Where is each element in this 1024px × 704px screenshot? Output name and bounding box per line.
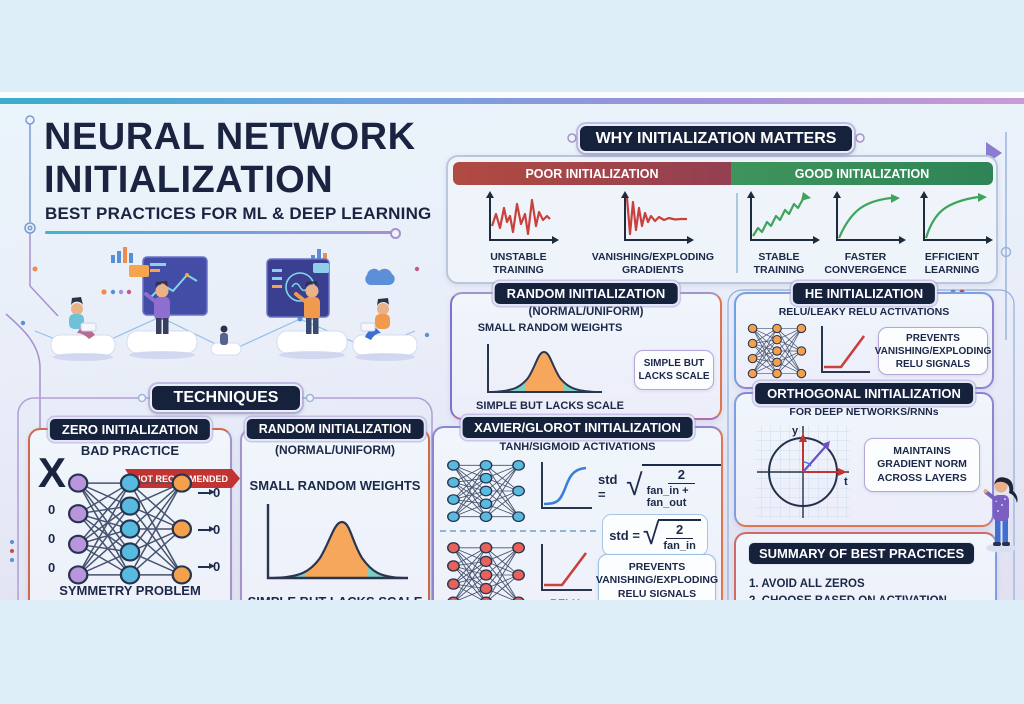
summary-item: 2. CHOOSE BASED ON ACTIVATION bbox=[749, 593, 976, 600]
random-panel-bottom-label: SIMPLE BUT LACKS SCALE bbox=[476, 400, 624, 412]
random-left-bottom-label: SIMPLE BUT LACKS SCALE bbox=[242, 594, 428, 600]
unstable-training-item: UNSTABLE TRAINING bbox=[454, 188, 583, 277]
random-initialization-panel: RANDOM INITIALIZATION (NORMAL/UNIFORM) S… bbox=[450, 281, 722, 420]
faster-convergence-item: FASTER CONVERGENCE bbox=[821, 188, 910, 277]
axis-y-label: y bbox=[792, 425, 799, 437]
simple-but-lacks-scale-badge: SIMPLE BUT LACKS SCALE bbox=[634, 350, 714, 390]
why-matters-panel: POOR INITIALIZATION GOOD INITIALIZATION … bbox=[446, 155, 998, 284]
good-initialization-header: GOOD INITIALIZATION bbox=[731, 162, 993, 185]
efficient-learning-chart bbox=[920, 191, 993, 244]
techniques-section-title: TECHNIQUES bbox=[150, 384, 302, 412]
title-line-1: NEURAL NETWORK bbox=[44, 116, 416, 158]
random-left-top-label: SMALL RANDOM WEIGHTS bbox=[249, 478, 421, 493]
person-seated-left bbox=[69, 297, 97, 339]
bell-curve-chart bbox=[266, 504, 408, 580]
person-pointing-illustration bbox=[983, 477, 1018, 553]
vanishing-gradients-chart bbox=[620, 191, 694, 244]
stable-training-chart bbox=[746, 191, 820, 244]
neural-network-diagram bbox=[442, 540, 530, 600]
title-underline bbox=[45, 228, 401, 239]
relu-label: RELU bbox=[534, 598, 596, 600]
faster-convergence-chart bbox=[833, 191, 907, 244]
orthogonal-initialization-panel: ORTHOGONAL INITIALIZATION FOR DEEP NETWO… bbox=[734, 381, 994, 527]
zero-output-label: 0 bbox=[198, 485, 220, 500]
xavier-subtitle: TANH/SIGMOID ACTIVATIONS bbox=[499, 441, 656, 453]
page-subtitle: BEST PRACTICES FOR ML & DEEP LEARNING bbox=[45, 204, 432, 223]
poor-initialization-header: POOR INITIALIZATION bbox=[453, 162, 731, 185]
random-panel-subtitle: (NORMAL/UNIFORM) bbox=[528, 306, 644, 318]
zero-caption: SYMMETRY PROBLEM NEURONS CAN'T LEARN bbox=[59, 583, 201, 598]
person-standing-purple bbox=[144, 281, 170, 334]
zero-output-label: 0 bbox=[198, 522, 220, 537]
arrow-icon bbox=[198, 526, 215, 533]
poor-good-divider bbox=[736, 193, 738, 273]
person-seated-right bbox=[360, 268, 395, 340]
zero-output-label: 0 bbox=[198, 559, 220, 574]
xavier-formula-bottom: std = √ 2 fan_in bbox=[602, 514, 708, 556]
vanishing-gradients-item: VANISHING/EXPLODING GRADIENTS bbox=[583, 188, 723, 277]
sqrt-symbol: √ bbox=[626, 469, 643, 503]
zero-subtitle: BAD PRACTICE bbox=[80, 443, 180, 458]
xavier-panel-title: XAVIER/GLOROT INITIALIZATION bbox=[460, 415, 695, 440]
summary-title: SUMMARY OF BEST PRACTICES bbox=[748, 542, 976, 565]
section-divider bbox=[440, 530, 596, 532]
gradient-divider-bar bbox=[0, 98, 1024, 104]
random-left-subtitle: (NORMAL/UNIFORM) bbox=[275, 443, 395, 457]
sigmoid-chart bbox=[541, 462, 592, 509]
he-badge: PREVENTS VANISHING/EXPLODING RELU SIGNAL… bbox=[875, 327, 991, 375]
efficient-learning-item: EFFICIENT LEARNING bbox=[910, 188, 994, 277]
xavier-badge: PREVENTS VANISHING/EXPLODING RELU SIGNAL… bbox=[596, 554, 718, 600]
orthogonal-badge: MAINTAINS GRADIENT NORM ACROSS LAYERS bbox=[864, 438, 980, 492]
neural-network-diagram bbox=[442, 458, 530, 524]
top-white-strip bbox=[0, 92, 1024, 98]
sqrt-symbol: √ bbox=[642, 517, 660, 551]
page-title: NEURAL NETWORK INITIALIZATION bbox=[44, 116, 416, 202]
relu-chart bbox=[541, 544, 592, 591]
why-section-title: WHY INITIALIZATION MATTERS bbox=[578, 124, 854, 153]
zero-initialization-title: ZERO INITIALIZATION bbox=[47, 417, 213, 442]
zero-input-label: 0 bbox=[48, 560, 56, 575]
arrow-icon bbox=[198, 489, 215, 496]
zero-initialization-panel: ZERO INITIALIZATION BAD PRACTICE X NOT R… bbox=[28, 417, 232, 600]
arrow-icon bbox=[198, 563, 215, 570]
axis-t-label: t bbox=[844, 476, 848, 488]
zero-input-label: 0 bbox=[48, 531, 56, 546]
he-initialization-panel: HE INITIALIZATION RELU/LEAKY RELU ACTIVA… bbox=[734, 281, 994, 389]
unstable-training-chart bbox=[486, 191, 560, 244]
team-illustration bbox=[20, 247, 430, 361]
x-mark: X bbox=[38, 449, 67, 496]
unit-circle-diagram: y t bbox=[756, 425, 850, 518]
he-subtitle: RELU/LEAKY RELU ACTIVATIONS bbox=[778, 306, 950, 318]
zero-input-label: 0 bbox=[48, 502, 56, 517]
orthogonal-subtitle: FOR DEEP NETWORKS/RNNs bbox=[789, 406, 939, 418]
summary-panel: SUMMARY OF BEST PRACTICES 1. AVOID ALL Z… bbox=[734, 532, 997, 600]
neural-network-diagram bbox=[60, 470, 200, 588]
neural-network-diagram bbox=[744, 322, 810, 380]
random-initialization-left-panel: RANDOM INITIALIZATION (NORMAL/UNIFORM) S… bbox=[240, 417, 430, 600]
orthogonal-panel-title: ORTHOGONAL INITIALIZATION bbox=[753, 381, 975, 406]
xavier-formula-top: std = √ 2 fan_in + fan_out bbox=[598, 464, 721, 509]
summary-list: 1. AVOID ALL ZEROS 2. CHOOSE BASED ON AC… bbox=[749, 576, 976, 600]
he-panel-title: HE INITIALIZATION bbox=[790, 281, 938, 306]
person-tiny-center bbox=[220, 325, 228, 345]
stable-training-item: STABLE TRAINING bbox=[737, 188, 821, 277]
random-panel-top-label: SMALL RANDOM WEIGHTS bbox=[477, 322, 623, 334]
title-line-2: INITIALIZATION bbox=[44, 158, 334, 201]
relu-chart bbox=[821, 326, 870, 373]
infographic-canvas: NEURAL NETWORK INITIALIZATION BEST PRACT… bbox=[0, 104, 1024, 600]
random-panel-title: RANDOM INITIALIZATION bbox=[492, 281, 680, 306]
random-left-title: RANDOM INITIALIZATION bbox=[244, 417, 426, 441]
bell-curve-chart-small bbox=[487, 344, 602, 393]
xavier-glorot-panel: XAVIER/GLOROT INITIALIZATION TANH/SIGMOI… bbox=[432, 415, 723, 600]
summary-item: 1. AVOID ALL ZEROS bbox=[749, 578, 865, 590]
person-standing-orange bbox=[294, 281, 320, 334]
